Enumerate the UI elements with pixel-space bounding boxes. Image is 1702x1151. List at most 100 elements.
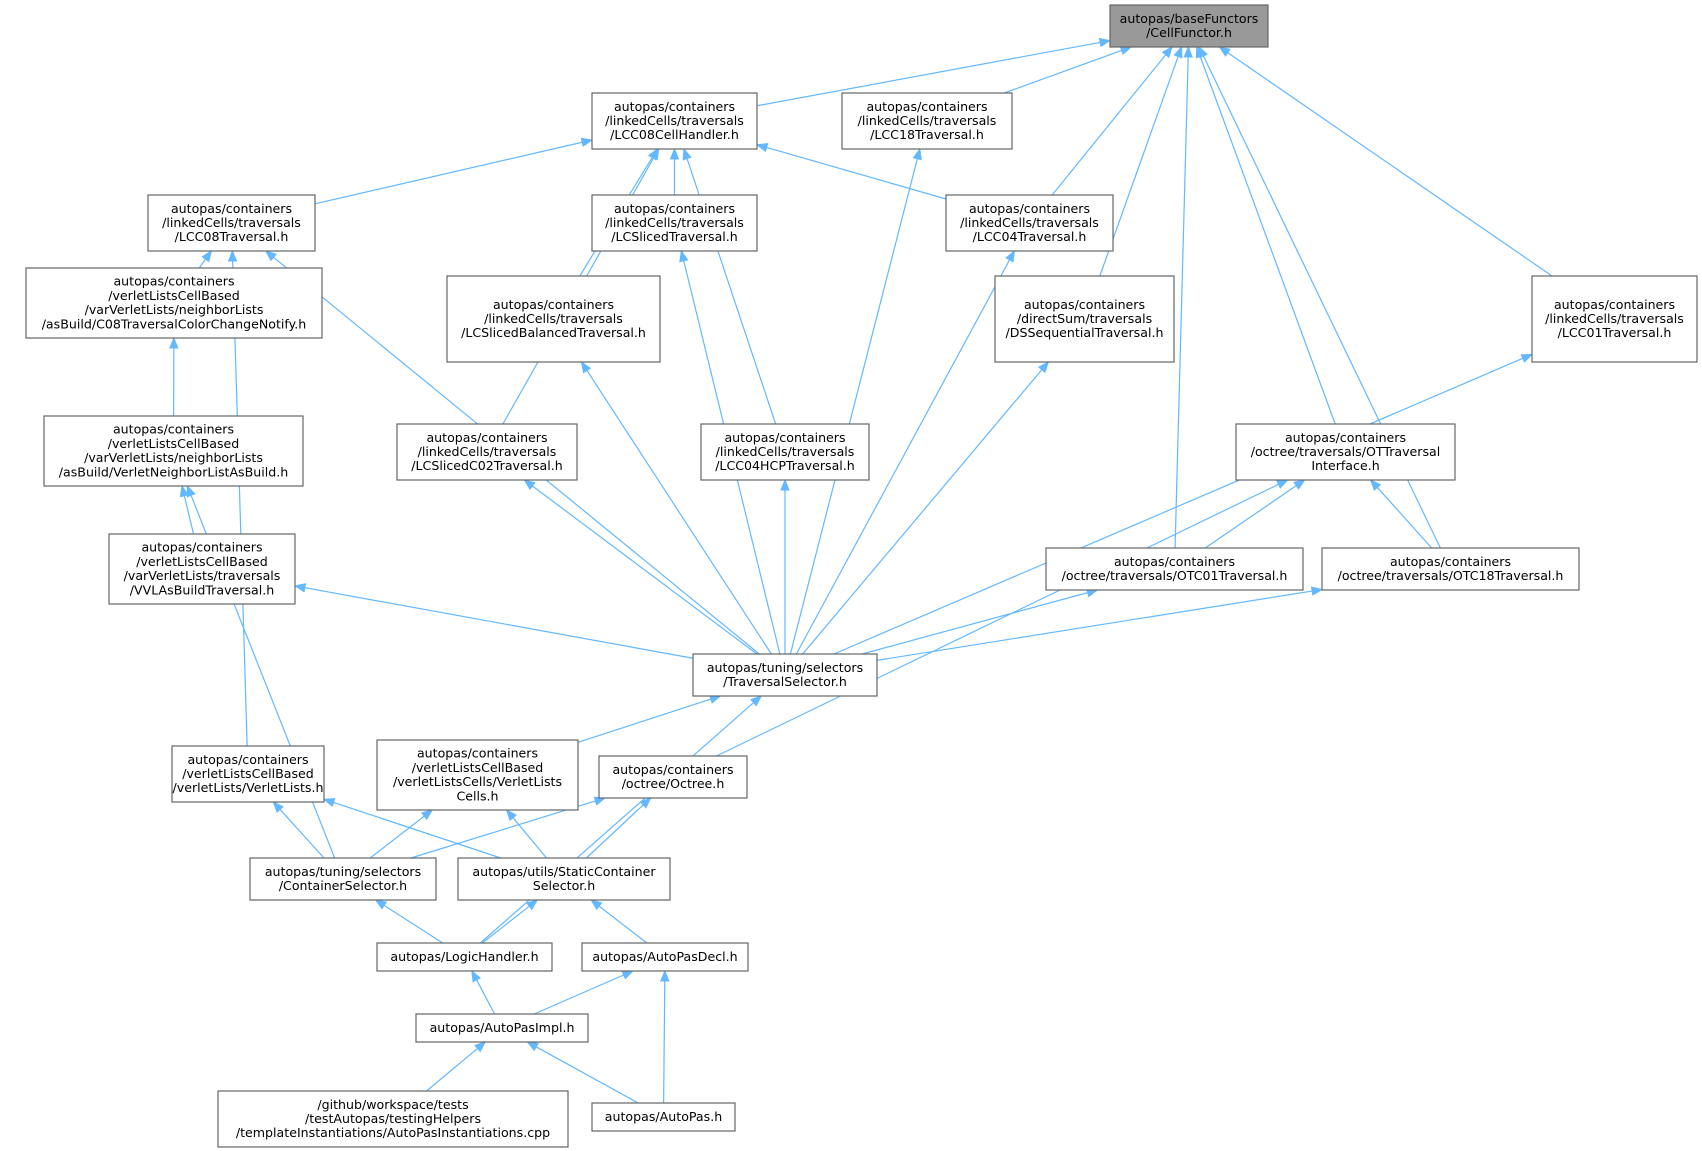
file-node-n19[interactable]: autopas/containers/verletListsCellBased/…: [376, 739, 579, 811]
node-box: [1531, 275, 1698, 363]
node-label-line: /verletListsCellBased: [108, 288, 240, 303]
node-label-line: /octree/Octree.h: [622, 776, 725, 791]
node-label-line: /LCC08Traversal.h: [175, 229, 289, 244]
file-node-n13[interactable]: autopas/containers/linkedCells/traversal…: [700, 423, 870, 481]
arrowhead-n21-to-n19: [421, 809, 434, 821]
file-node-n6[interactable]: autopas/containers/octree/traversals/OTC…: [1045, 547, 1304, 591]
node-box: [591, 194, 758, 252]
node-box: [43, 415, 304, 487]
node-label-line: autopas/containers: [969, 201, 1090, 216]
node-label-line: /octree/traversals/OTTraversal: [1251, 444, 1441, 459]
file-node-n5[interactable]: autopas/containers/octree/traversals/OTT…: [1235, 423, 1456, 481]
edge-n17-to-n3: [795, 259, 1011, 655]
file-node-n16[interactable]: autopas/containers/verletListsCellBased/…: [108, 533, 296, 605]
file-node-n20[interactable]: autopas/containers/octree/Octree.h: [598, 755, 748, 799]
edge-n16-to-n15: [183, 495, 195, 535]
file-node-n26[interactable]: /github/workspace/tests/testAutopas/test…: [217, 1090, 569, 1148]
arrowhead-n17-to-n11: [580, 360, 592, 374]
node-label-line: autopas/containers: [866, 99, 987, 114]
node-box: [415, 1013, 589, 1043]
file-node-n4[interactable]: autopas/containers/directSum/traversals/…: [994, 275, 1175, 363]
edge-n17-to-n7: [876, 590, 1313, 661]
node-label-line: autopas/containers: [1554, 297, 1675, 312]
node-label-line: autopas/containers: [1285, 430, 1406, 445]
arrowhead-n17-to-n13: [780, 478, 790, 491]
edge-n17-to-n4: [802, 369, 1043, 655]
arrowhead-n13-to-n1: [682, 147, 692, 161]
file-node-n24[interactable]: autopas/AutoPasDecl.h: [581, 942, 749, 972]
arrowhead-n16-to-n15: [179, 484, 190, 498]
arrowhead-n27-to-n25: [526, 1041, 539, 1052]
file-node-n17[interactable]: autopas/tuning/selectors/TraversalSelect…: [692, 653, 878, 697]
file-node-n11[interactable]: autopas/containers/linkedCells/traversal…: [446, 275, 661, 363]
file-node-n9[interactable]: autopas/containers/linkedCells/traversal…: [147, 194, 316, 252]
node-label-line: autopas/containers: [614, 99, 735, 114]
node-label-line: autopas/containers: [417, 746, 538, 761]
node-label-line: autopas/containers: [113, 274, 234, 289]
arrowhead-n7-to-n5: [1369, 478, 1382, 491]
edge-n23-to-n21: [383, 904, 444, 944]
node-label-line: /linkedCells/traversals: [716, 444, 855, 459]
node-box: [457, 857, 671, 901]
node-label-line: /templateInstantiations/AutoPasInstantia…: [236, 1125, 550, 1140]
node-label-line: /LCSlicedBalancedTraversal.h: [461, 325, 646, 340]
node-label-line: /TraversalSelector.h: [723, 674, 847, 689]
node-label-line: autopas/containers: [1114, 554, 1235, 569]
node-box: [591, 92, 758, 150]
edge-n17-to-n8: [833, 357, 1524, 655]
node-label-line: autopas/containers: [113, 422, 234, 437]
file-node-n8[interactable]: autopas/containers/linkedCells/traversal…: [1531, 275, 1698, 363]
arrowhead-n17-to-n2: [912, 147, 922, 161]
edge-n22-to-n20: [586, 804, 644, 859]
arrowhead-n8-to-n0: [1218, 46, 1231, 57]
file-node-n2[interactable]: autopas/containers/linkedCells/traversal…: [841, 92, 1013, 150]
edge-n17-to-n11: [586, 370, 772, 655]
arrowhead-n18-to-n9: [227, 249, 238, 262]
root-node-n0[interactable]: autopas/baseFunctors/CellFunctor.h: [1109, 4, 1269, 48]
arrowhead-n9-to-n1: [580, 137, 594, 147]
node-label-line: /DSSequentialTraversal.h: [1006, 325, 1164, 340]
node-box: [945, 194, 1114, 252]
edge-n7-to-n5: [1376, 487, 1433, 549]
file-node-n25[interactable]: autopas/AutoPasImpl.h: [415, 1013, 589, 1043]
node-label-line: autopas/baseFunctors: [1120, 11, 1259, 26]
node-label-line: /directSum/traversals: [1017, 311, 1152, 326]
file-node-n1[interactable]: autopas/containers/linkedCells/traversal…: [591, 92, 758, 150]
arrowhead-n21-to-n15: [186, 484, 196, 498]
file-node-n12[interactable]: autopas/containers/linkedCells/traversal…: [396, 423, 578, 481]
file-node-n15[interactable]: autopas/containers/verletListsCellBased/…: [43, 415, 304, 487]
node-label-line: /testAutopas/testingHelpers: [305, 1111, 481, 1126]
node-label-line: /LCC08CellHandler.h: [610, 127, 739, 142]
file-node-n27[interactable]: autopas/AutoPas.h: [591, 1102, 736, 1132]
file-node-n21[interactable]: autopas/tuning/selectors/ContainerSelect…: [249, 857, 437, 901]
file-node-n14[interactable]: autopas/containers/verletListsCellBased/…: [25, 267, 323, 339]
node-label-line: autopas/utils/StaticContainer: [472, 864, 656, 879]
node-label-line: autopas/containers: [141, 540, 262, 555]
node-label-line: Cells.h: [456, 788, 498, 803]
file-node-n10[interactable]: autopas/containers/linkedCells/traversal…: [591, 194, 758, 252]
node-label-line: autopas/tuning/selectors: [707, 660, 863, 675]
edge-n24-to-n22: [598, 905, 648, 944]
node-box: [396, 423, 578, 481]
node-label-line: /verletListsCellBased: [182, 766, 314, 781]
node-label-line: /octree/traversals/OTC01Traversal.h: [1062, 568, 1288, 583]
edge-n20-to-n5: [716, 483, 1279, 757]
node-label-line: autopas/containers: [1390, 554, 1511, 569]
file-node-n7[interactable]: autopas/containers/octree/traversals/OTC…: [1321, 547, 1580, 591]
edge-n6-to-n5: [1204, 485, 1297, 549]
node-box: [249, 857, 437, 901]
file-node-n23[interactable]: autopas/LogicHandler.h: [376, 942, 553, 972]
node-label-line: autopas/containers: [724, 430, 845, 445]
edge-n21-to-n19: [369, 815, 425, 859]
edge-n21-to-n18: [279, 809, 325, 859]
file-node-n3[interactable]: autopas/containers/linkedCells/traversal…: [945, 194, 1114, 252]
arrowhead-n23-to-n22: [526, 899, 539, 911]
node-label-line: /linkedCells/traversals: [858, 113, 997, 128]
node-label-line: autopas/containers: [612, 762, 733, 777]
file-node-n18[interactable]: autopas/containers/verletListsCellBased/…: [171, 745, 325, 803]
edge-n2-to-n0: [1004, 49, 1122, 94]
node-box: [841, 92, 1013, 150]
node-box: [1321, 547, 1580, 591]
